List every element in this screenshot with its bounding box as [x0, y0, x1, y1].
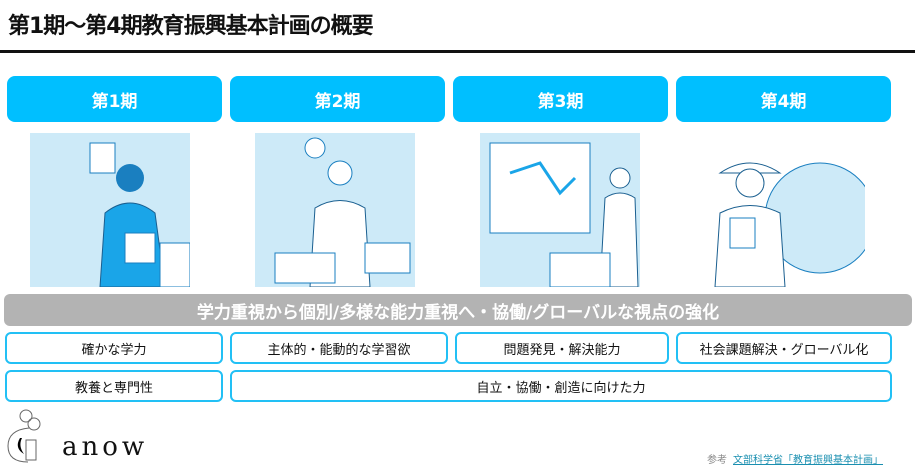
skill-box: 教養と専門性	[5, 370, 223, 402]
skill-box: 確かな学力	[5, 332, 223, 364]
period-tab-3: 第3期	[453, 76, 668, 122]
logo-text: anow	[62, 432, 149, 462]
skill-box: 主体的・能動的な学習欲	[230, 332, 448, 364]
illustration-period-3	[480, 133, 640, 287]
reference-link[interactable]: 文部科学省「教育振興基本計画」	[733, 455, 883, 466]
title-divider	[0, 50, 915, 53]
logo-mark-icon	[7, 409, 41, 463]
skill-box: 問題発見・解決能力	[455, 332, 669, 364]
reference-note: 参考文部科学省「教育振興基本計画」	[707, 451, 883, 466]
page-title: 第1期〜第4期教育振興基本計画の概要	[8, 14, 374, 39]
skill-box: 社会課題解決・グローバル化	[676, 332, 892, 364]
illustration-period-2	[255, 133, 415, 287]
period-tab-2: 第2期	[230, 76, 445, 122]
period-tab-1: 第1期	[7, 76, 222, 122]
reference-prefix: 参考	[707, 455, 727, 466]
anow-logo: anow	[4, 408, 154, 464]
illustration-period-4	[714, 162, 865, 287]
illustration-period-1	[30, 133, 190, 287]
skill-box: 自立・協働・創造に向けた力	[230, 370, 892, 402]
summary-banner: 学力重視から個別/多様な能力重視へ・協働/グローバルな視点の強化	[4, 294, 912, 326]
period-tab-4: 第4期	[676, 76, 891, 122]
